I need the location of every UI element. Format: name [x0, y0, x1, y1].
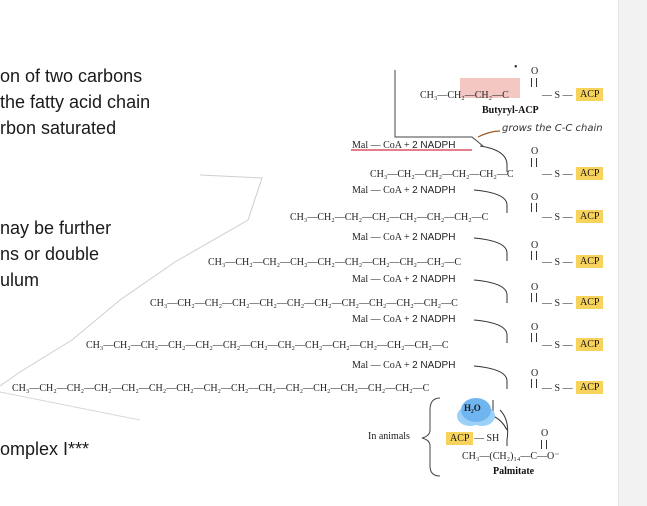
butyryl-chain: CH₃—CH₂—CH₂—C — [420, 90, 509, 101]
acp-label: ACP — [576, 167, 604, 180]
nadph-text: 2 NADPH — [412, 274, 456, 285]
acp-label: ACP — [576, 255, 604, 268]
note-line: rbon saturated — [0, 118, 117, 138]
double-bond — [531, 293, 537, 302]
mal-coa-text: Mal — CoA + — [352, 140, 410, 151]
note-line: ulum — [0, 270, 40, 290]
oxygen-atom: O — [541, 428, 549, 439]
diagram-lines — [0, 70, 520, 477]
mal-coa-text: Mal — CoA + — [352, 185, 410, 196]
oxygen-atom: O — [531, 322, 539, 333]
mal-coa-text: Mal — CoA + — [352, 232, 410, 243]
nadph-text: 2 NADPH — [412, 314, 456, 325]
oxygen-atom: O — [531, 282, 539, 293]
acp-label: ACP — [576, 88, 604, 101]
double-bond — [531, 203, 537, 212]
double-bond — [531, 158, 537, 167]
acyl-chain-row: CH₃—CH₂—CH₂—CH₂—CH₂—CH₂—CH₂—CH₂—CH₂—CH₂—… — [86, 340, 449, 351]
malonyl-coa-step: Mal — CoA + 2 NADPH — [352, 140, 455, 151]
nadph-text: 2 NADPH — [412, 360, 456, 371]
nadph-text: 2 NADPH — [412, 232, 456, 243]
palmitate-label: Palmitate — [493, 466, 535, 477]
acyl-chain-row: CH₃—CH₂—CH₂—CH₂—CH₂—C — [370, 169, 514, 180]
acp-label: ACP — [576, 381, 604, 394]
acp-label: ACP — [576, 210, 604, 223]
scrollbar[interactable] — [618, 0, 647, 506]
double-bond — [531, 333, 537, 342]
thioester-link: — S — — [542, 383, 573, 394]
double-bond — [531, 379, 537, 388]
thioester-link: — S — — [542, 90, 573, 101]
palmitate-formula: CH₃—(CH₂)₁₄—C—O⁻ — [462, 451, 560, 462]
malonyl-coa-step: Mal — CoA + 2 NADPH — [352, 274, 455, 285]
thioester-link: — S — — [542, 298, 573, 309]
double-bond — [531, 251, 537, 260]
acyl-chain-row: CH₃—CH₂—CH₂—CH₂—CH₂—CH₂—CH₂—CH₂—CH₂—C — [208, 257, 462, 268]
sh-group: — SH — [474, 433, 500, 444]
nadph-text: 2 NADPH — [412, 140, 456, 151]
in-animals-label: In animals — [368, 431, 410, 442]
acp-sh-label: ACP — [446, 432, 474, 445]
malonyl-coa-step: Mal — CoA + 2 NADPH — [352, 360, 455, 371]
acp-label: ACP — [576, 338, 604, 351]
double-bond — [531, 78, 537, 87]
note-line: on of two carbons — [0, 66, 143, 86]
dot-mark: • — [514, 62, 518, 73]
oxygen-atom: O — [531, 240, 539, 251]
handwritten-annotation: grows the C-C chain — [502, 123, 603, 134]
malonyl-coa-step: Mal — CoA + 2 NADPH — [352, 314, 455, 325]
water-formula: H₂O — [464, 403, 481, 413]
oxygen-atom: O — [531, 146, 539, 157]
water-molecule: H₂O — [461, 398, 491, 422]
mal-coa-text: Mal — CoA + — [352, 314, 410, 325]
oxygen-atom: O — [531, 66, 539, 77]
thioester-link: — S — — [542, 257, 573, 268]
thioester-link: — S — — [542, 212, 573, 223]
acyl-chain-row: CH₃—CH₂—CH₂—CH₂—CH₂—CH₂—CH₂—C — [290, 212, 489, 223]
slide-canvas: on of two carbons the fatty acid chain r… — [0, 62, 604, 477]
thioester-link: — S — — [542, 169, 573, 180]
nadph-text: 2 NADPH — [412, 185, 456, 196]
note-line: ns or double — [0, 244, 100, 264]
mal-coa-text: Mal — CoA + — [352, 360, 410, 371]
acyl-chain-row: CH₃—CH₂—CH₂—CH₂—CH₂—CH₂—CH₂—CH₂—CH₂—CH₂—… — [12, 383, 430, 394]
acyl-chain-row: CH₃—CH₂—CH₂—CH₂—CH₂—CH₂—CH₂—CH₂—CH₂—CH₂—… — [150, 298, 458, 309]
note-line: nay be further — [0, 218, 112, 238]
acp-label: ACP — [576, 296, 604, 309]
malonyl-coa-step: Mal — CoA + 2 NADPH — [352, 185, 455, 196]
malonyl-coa-step: Mal — CoA + 2 NADPH — [352, 232, 455, 243]
double-bond — [541, 440, 547, 449]
mal-coa-text: Mal — CoA + — [352, 274, 410, 285]
butyryl-acp-label: Butyryl-ACP — [482, 105, 539, 116]
oxygen-atom: O — [531, 368, 539, 379]
thioester-link: — S — — [542, 340, 573, 351]
oxygen-atom: O — [531, 192, 539, 203]
note-line: omplex I*** — [0, 439, 90, 459]
note-line: the fatty acid chain — [0, 92, 151, 112]
